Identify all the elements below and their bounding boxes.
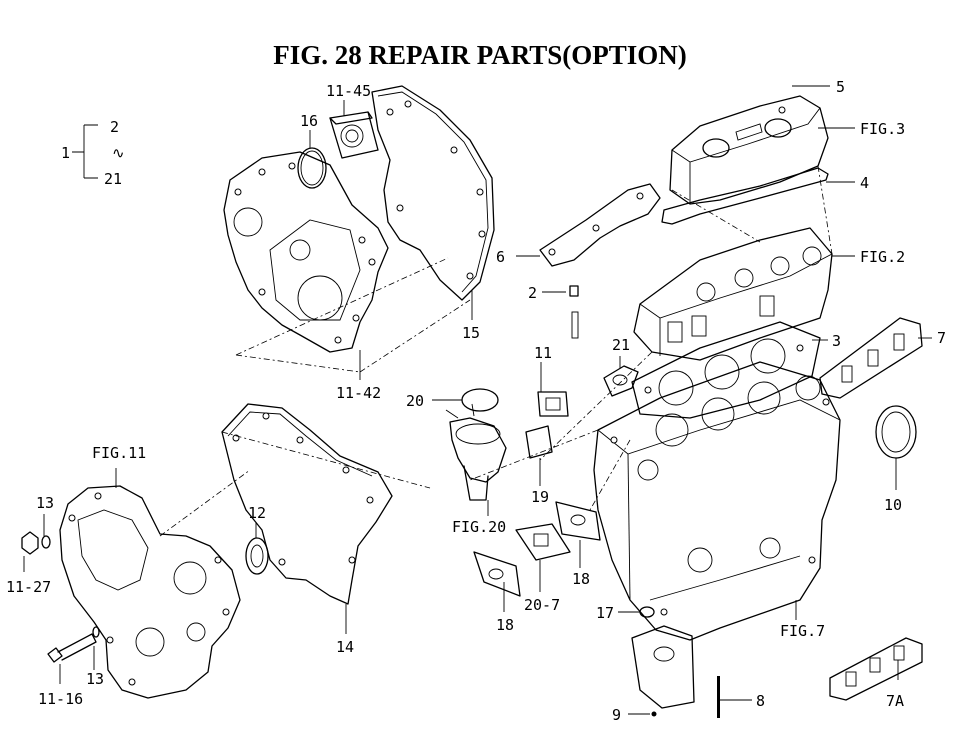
label-20-7: 20-7 bbox=[524, 596, 560, 614]
head-cover-gasket-4 bbox=[661, 167, 829, 225]
label-18-lower: 18 bbox=[496, 616, 514, 634]
gear-case-cover-fig11 bbox=[59, 485, 241, 699]
thermostat-housing-fig20 bbox=[445, 403, 507, 501]
label-14: 14 bbox=[336, 638, 354, 656]
cylinder-head-fig2 bbox=[633, 227, 833, 361]
range-note-bottom: 21 bbox=[104, 170, 122, 188]
label-20: 20 bbox=[406, 392, 424, 410]
label-fig7: FIG.7 bbox=[780, 622, 825, 640]
label-fig11: FIG.11 bbox=[92, 444, 146, 462]
head-gasket-3 bbox=[631, 321, 821, 419]
o-ring-17 bbox=[639, 606, 655, 618]
label-13-lower: 13 bbox=[86, 670, 104, 688]
manifold-gasket-7a bbox=[829, 637, 923, 701]
bolt-11-16 bbox=[47, 626, 100, 663]
label-11-27: 11-27 bbox=[6, 578, 51, 596]
label-7: 7 bbox=[937, 329, 946, 347]
label-8: 8 bbox=[756, 692, 765, 710]
label-fig20: FIG.20 bbox=[452, 518, 506, 536]
label-7a: 7A bbox=[886, 692, 904, 710]
plate-21 bbox=[603, 365, 639, 397]
gear-case-plate-11-42 bbox=[223, 151, 389, 353]
nut-11-27 bbox=[21, 531, 51, 555]
cylinder-block-fig7 bbox=[593, 361, 841, 641]
bearing-cap-part bbox=[631, 625, 695, 709]
label-3: 3 bbox=[832, 332, 841, 350]
gasket-14 bbox=[221, 403, 393, 605]
label-11: 11 bbox=[534, 344, 552, 362]
label-11-42: 11-42 bbox=[336, 384, 381, 402]
label-15: 15 bbox=[462, 324, 480, 342]
label-fig2: FIG.2 bbox=[860, 248, 905, 266]
label-11-45: 11-45 bbox=[326, 82, 371, 100]
oil-seal-housing-11-45 bbox=[329, 111, 379, 159]
range-note: 1 2 ∿ 21 bbox=[61, 118, 125, 188]
label-9: 9 bbox=[612, 706, 621, 724]
bolt-9 bbox=[651, 711, 657, 717]
plate-18-lower bbox=[473, 551, 521, 597]
label-19: 19 bbox=[531, 488, 549, 506]
label-17: 17 bbox=[596, 604, 614, 622]
label-21: 21 bbox=[612, 336, 630, 354]
o-ring-20 bbox=[461, 388, 499, 412]
gasket-15 bbox=[371, 85, 495, 301]
oil-seal-10 bbox=[875, 405, 917, 459]
valve-seal-2 bbox=[569, 285, 579, 339]
plate-18-upper bbox=[555, 501, 601, 541]
label-16: 16 bbox=[300, 112, 318, 130]
o-ring-16 bbox=[297, 147, 327, 189]
label-13-upper: 13 bbox=[36, 494, 54, 512]
label-10: 10 bbox=[884, 496, 902, 514]
label-4: 4 bbox=[860, 174, 869, 192]
label-5: 5 bbox=[836, 78, 845, 96]
range-note-top: 2 bbox=[110, 118, 119, 136]
gasket-6 bbox=[539, 183, 661, 267]
label-18-upper: 18 bbox=[572, 570, 590, 588]
range-note-start: 1 bbox=[61, 144, 70, 162]
label-11-16: 11-16 bbox=[38, 690, 83, 708]
label-6: 6 bbox=[496, 248, 505, 266]
plate-20-7 bbox=[515, 523, 571, 561]
label-2: 2 bbox=[528, 284, 537, 302]
head-cover-fig3 bbox=[669, 95, 829, 205]
manifold-gasket-7 bbox=[819, 317, 923, 399]
figure-title: FIG. 28 REPAIR PARTS(OPTION) bbox=[273, 40, 687, 70]
label-fig3: FIG.3 bbox=[860, 120, 905, 138]
gasket-11 bbox=[537, 391, 569, 417]
gasket-19 bbox=[525, 425, 553, 459]
label-12: 12 bbox=[248, 504, 266, 522]
pin-8 bbox=[717, 676, 720, 718]
range-note-tilde: ∿ bbox=[112, 144, 125, 162]
oil-seal-12 bbox=[245, 537, 269, 575]
